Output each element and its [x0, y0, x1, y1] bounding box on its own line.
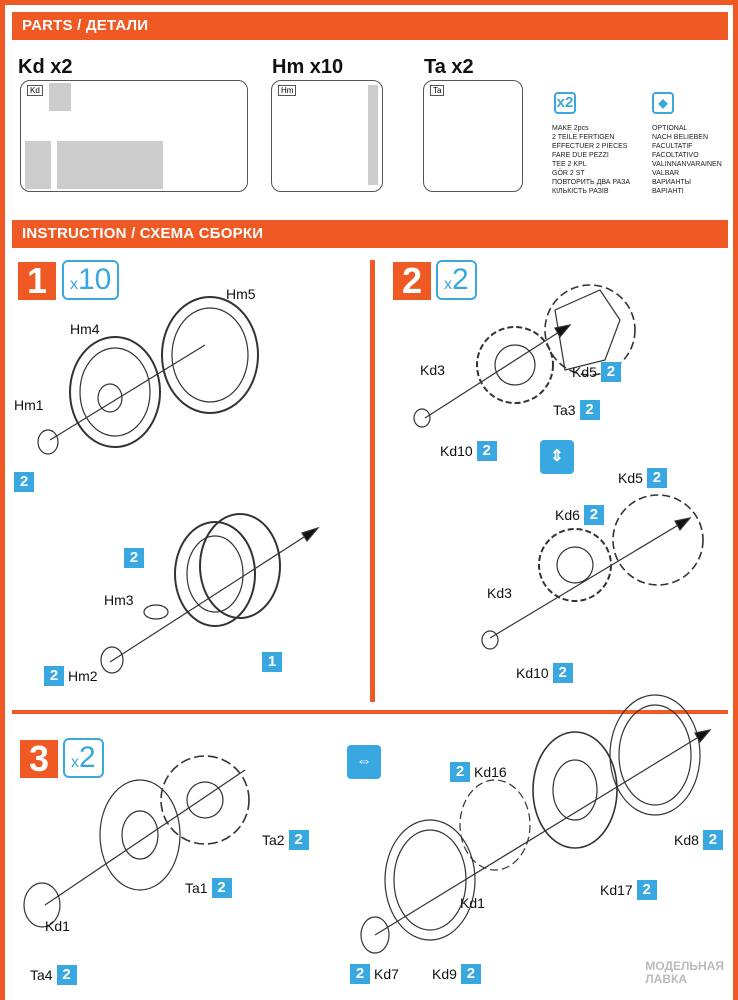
sprue-tag: Hm — [278, 85, 297, 96]
part-label: Kd3 — [487, 585, 512, 601]
sprue-kd: Kd — [20, 80, 248, 192]
parts-header: PARTS / ДЕТАЛИ — [12, 12, 728, 40]
instruction-header: INSTRUCTION / СХЕМА СБОРКИ — [12, 220, 728, 248]
part-label: Hm1 — [14, 397, 44, 413]
step-2-number: 2 — [393, 262, 431, 300]
sprue-title-hm: Hm x10 — [272, 56, 344, 78]
step-3-number: 3 — [20, 740, 58, 778]
divider-horizontal — [12, 710, 728, 714]
sprue-tag: Kd — [27, 85, 43, 96]
part-label: Kd1 — [45, 918, 70, 934]
step-1-multiplier: x10 — [62, 260, 120, 300]
part-label: 2 — [14, 472, 34, 492]
sprue-tag: Ta — [430, 85, 445, 96]
part-label: Hm5 — [226, 286, 256, 302]
step-1-number: 1 — [18, 262, 56, 300]
step-2-multiplier: x2 — [436, 260, 477, 300]
part-label: 2 — [124, 548, 144, 568]
part-label: Hm3 — [104, 592, 134, 608]
part-label: 1 — [262, 652, 282, 672]
part-label: Hm4 — [70, 321, 100, 337]
make-2-icon: x2 — [554, 92, 576, 114]
sprue-hm: Hm — [271, 80, 383, 192]
optional-arrows-icon: ◆ — [652, 92, 674, 114]
sprue-title-ta: Ta x2 — [424, 56, 474, 78]
optional-arrows-icon: ⇔ — [347, 745, 381, 779]
sprue-ta: Ta — [423, 80, 523, 192]
part-label: Kd3 — [420, 362, 445, 378]
optional-arrows-icon: ⇕ — [540, 440, 574, 474]
step-3-multiplier: x2 — [63, 738, 104, 778]
sprue-title-kd: Kd x2 — [18, 56, 73, 78]
part-label: Kd1 — [460, 895, 485, 911]
divider-vertical — [370, 260, 375, 702]
